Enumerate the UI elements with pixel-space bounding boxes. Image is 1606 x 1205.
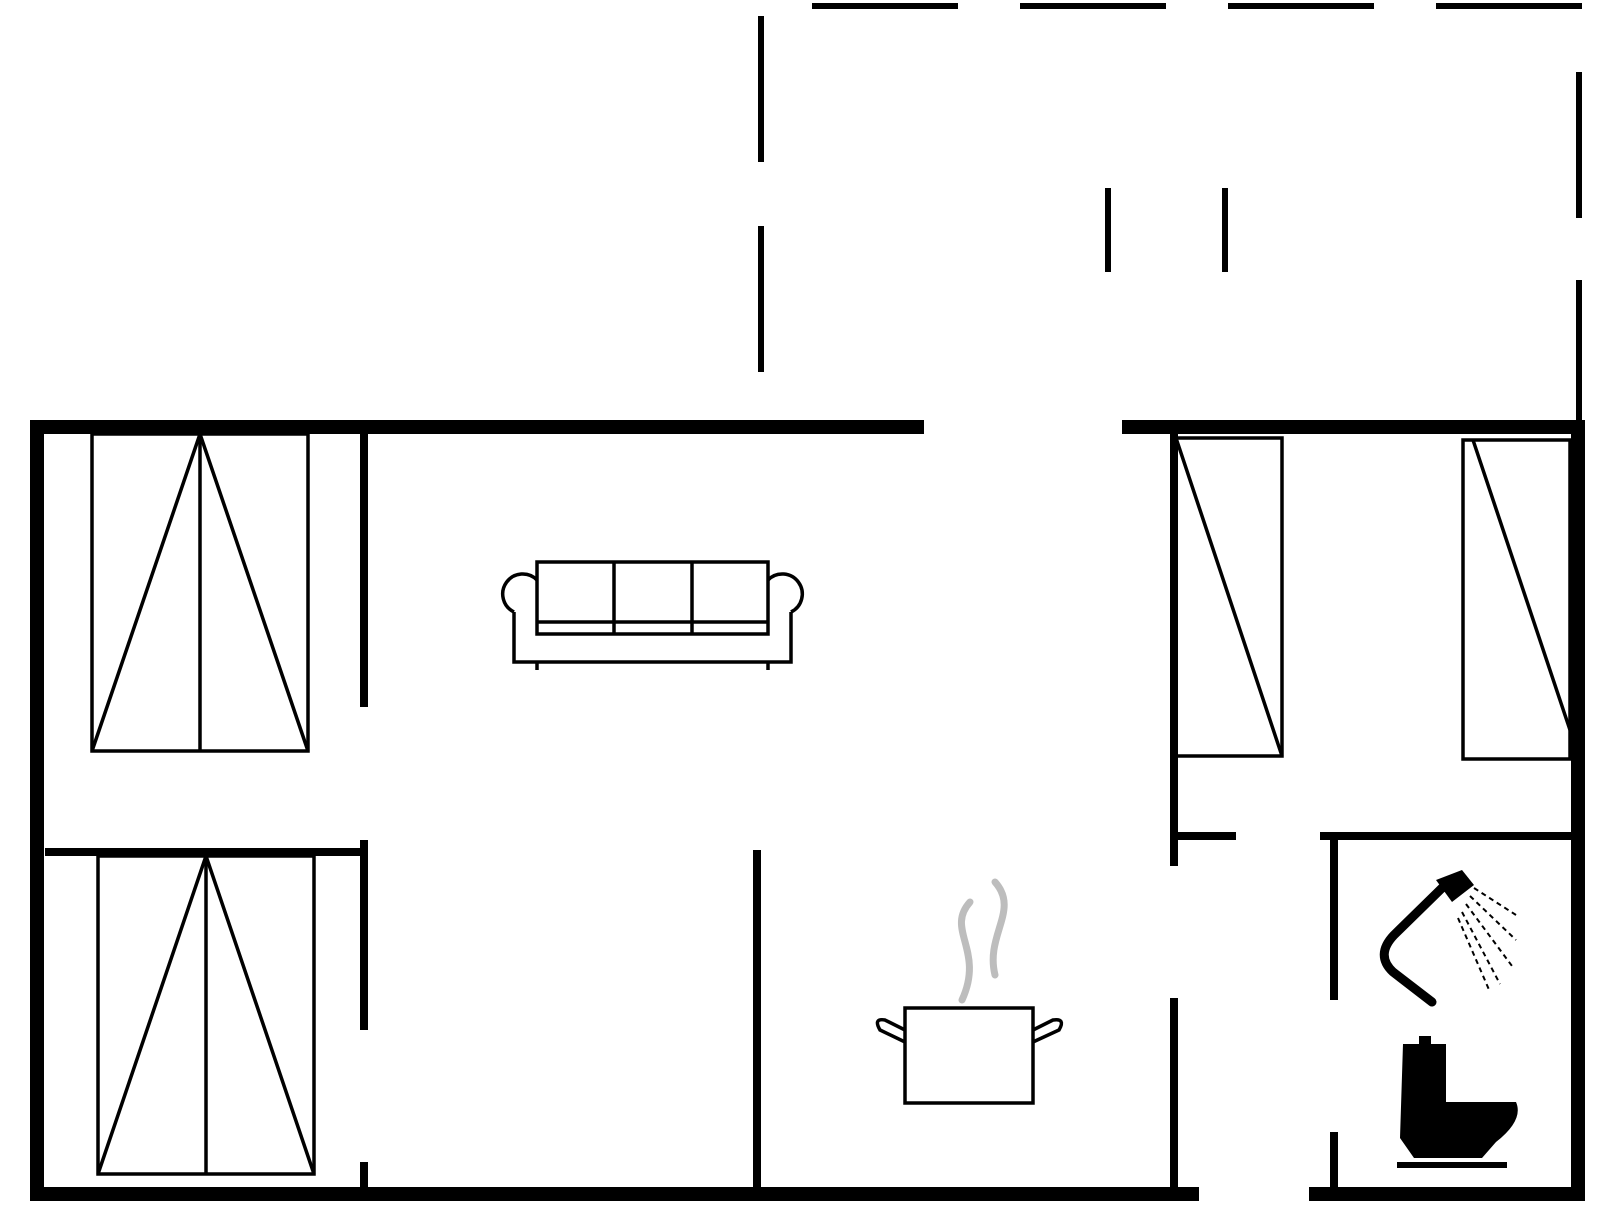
interior-walls [45,434,1571,1188]
single-bed-icon [1461,438,1572,761]
double-bed-icon [90,432,310,753]
outer-walls [30,420,1585,1201]
terrace-outline [758,3,1582,424]
sofa-icon [500,560,805,670]
cooking-pot-icon [875,878,1064,1105]
toilet-icon [1397,1036,1518,1168]
single-bed-icon [1174,436,1284,758]
steam-icon [957,898,974,1004]
steam-icon [989,878,1008,979]
double-bed-icon [96,854,316,1176]
shower-icon [1379,870,1517,1007]
